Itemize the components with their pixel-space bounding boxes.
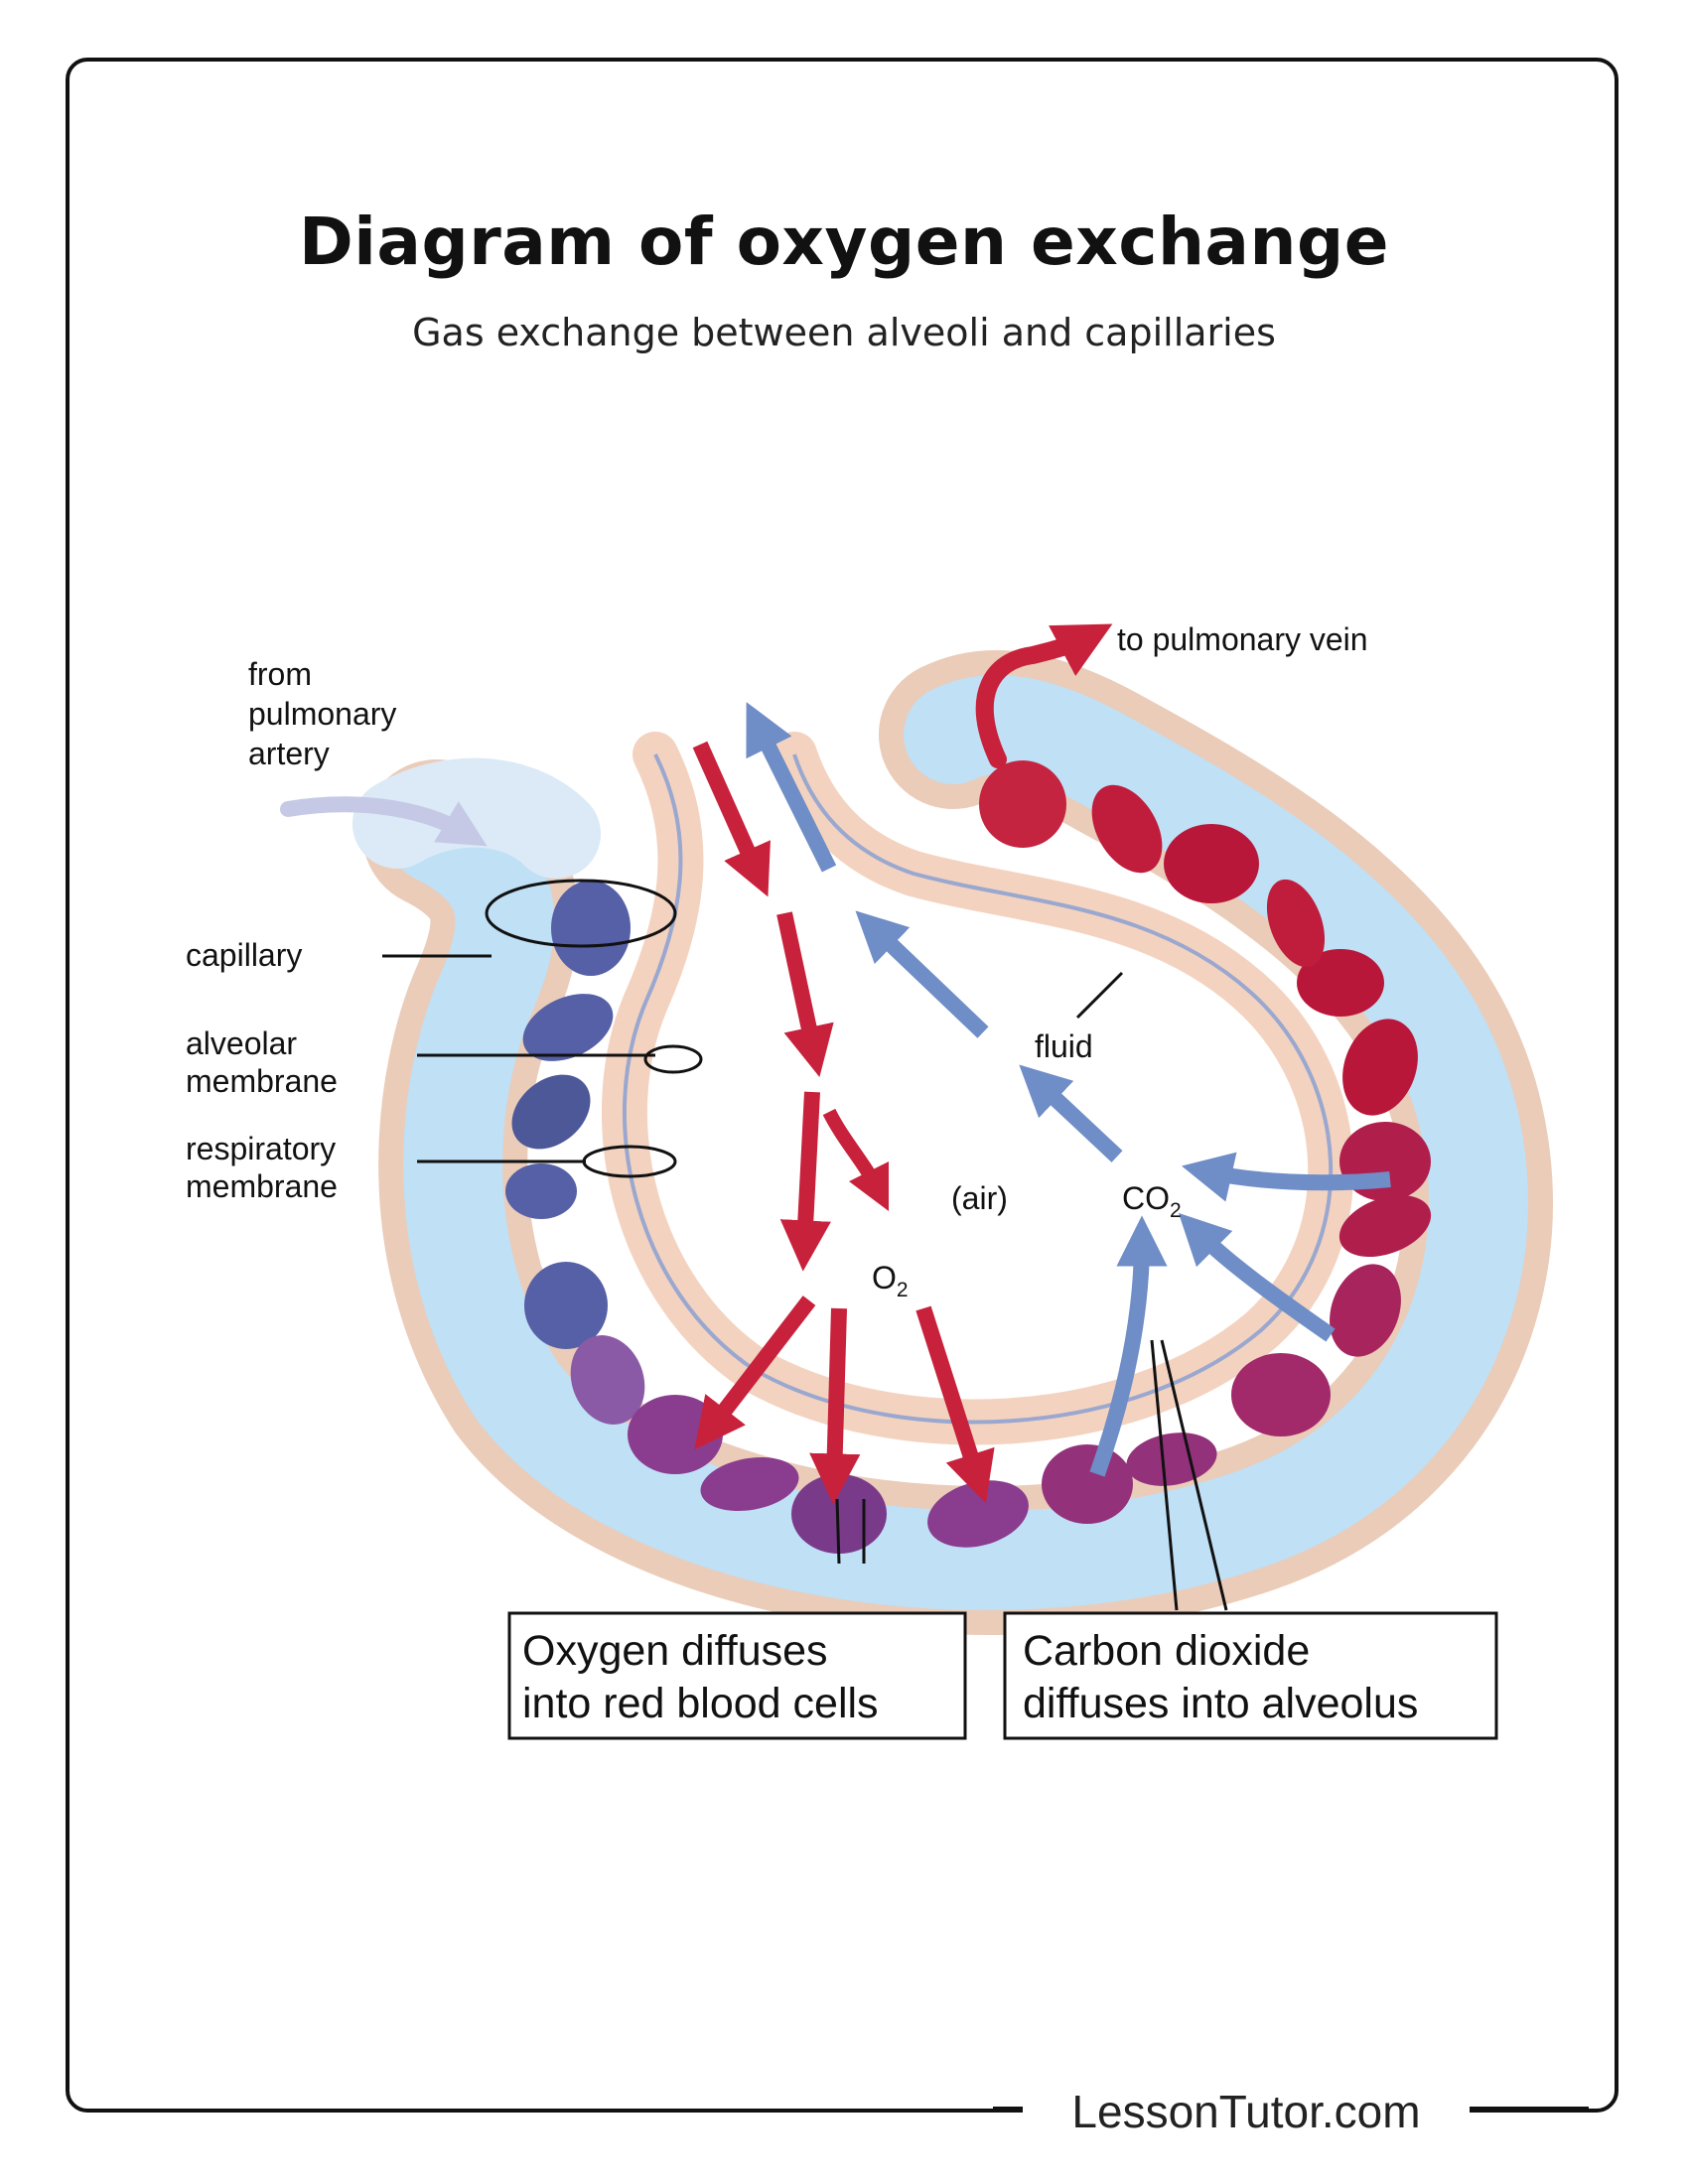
label-leaders — [382, 879, 1228, 1611]
blood-cell — [1091, 784, 1163, 874]
o2-arrow — [809, 1307, 861, 1505]
blood-cell — [511, 1074, 591, 1150]
label-o2: O2 — [872, 1260, 909, 1301]
co2-arrow — [1178, 1212, 1336, 1342]
label-respiratory-membrane: respiratory membrane — [186, 1131, 345, 1204]
label-fluid: fluid — [1035, 1028, 1093, 1064]
capillary-fluid — [387, 675, 1528, 1610]
blood-cell — [505, 1163, 577, 1219]
blood-cell — [1231, 1353, 1331, 1436]
blood-cell — [551, 881, 631, 976]
co2-arrow — [855, 910, 989, 1038]
artery-inflow-arrow — [280, 796, 488, 847]
co2-arrows — [746, 702, 1391, 1477]
co2-arrow — [1019, 1064, 1123, 1162]
blood-cell — [1042, 1444, 1133, 1524]
blood-cell — [1330, 1264, 1401, 1357]
co2-arrow — [1182, 1152, 1391, 1202]
footer-rule-left — [993, 2107, 1023, 2112]
oxygen-callout: Oxygen diffuses into red blood cells — [507, 1611, 967, 1740]
blood-cell — [1342, 1019, 1418, 1116]
oxygen-callout-text: Oxygen diffuses into red blood cells — [522, 1627, 879, 1727]
label-alveolar-membrane: alveolar membrane — [186, 1025, 338, 1099]
label-to-vein: to pulmonary vein — [1117, 621, 1368, 657]
label-air: (air) — [951, 1180, 1008, 1216]
blood-cell — [979, 760, 1066, 848]
blood-cell — [700, 1456, 799, 1512]
footer-rule-right — [1470, 2107, 1589, 2112]
footer-site-link[interactable]: LessonTutor.com — [1023, 2085, 1470, 2138]
blood-cell — [522, 994, 614, 1061]
o2-arrow — [822, 1108, 890, 1212]
carbon-dioxide-callout-text: Carbon dioxide diffuses into alveolus — [1023, 1627, 1418, 1727]
vein-outflow-arrow — [975, 623, 1113, 768]
blood-cell — [1266, 879, 1326, 968]
blood-cell — [628, 1395, 723, 1474]
o2-arrow — [779, 1091, 831, 1272]
blood-cell — [570, 1335, 645, 1425]
carbon-dioxide-callout: Carbon dioxide diffuses into alveolus — [1003, 1611, 1498, 1740]
o2-arrow — [915, 1305, 995, 1504]
page-subtitle: Gas exchange between alveoli and capilla… — [412, 311, 1276, 354]
blood-cell — [1297, 949, 1384, 1017]
o2-arrow — [692, 741, 771, 897]
co2-arrow — [1089, 1215, 1168, 1477]
blood-cell — [1338, 1194, 1432, 1258]
label-from-artery: from pulmonary artery — [248, 656, 405, 771]
o2-arrow — [776, 911, 834, 1078]
oxygen-arrows — [692, 741, 995, 1505]
label-co2: CO2 — [1122, 1180, 1182, 1222]
blood-cell — [1164, 824, 1259, 903]
diagram-labels: from pulmonary artery to pulmonary vein … — [186, 621, 1368, 1301]
page-frame — [66, 58, 1618, 2113]
page-title: Diagram of oxygen exchange — [299, 204, 1389, 280]
co2-arrow — [746, 702, 837, 873]
o2-arrow — [694, 1296, 816, 1450]
label-capillary: capillary — [186, 937, 302, 973]
blood-cell — [524, 1262, 608, 1349]
